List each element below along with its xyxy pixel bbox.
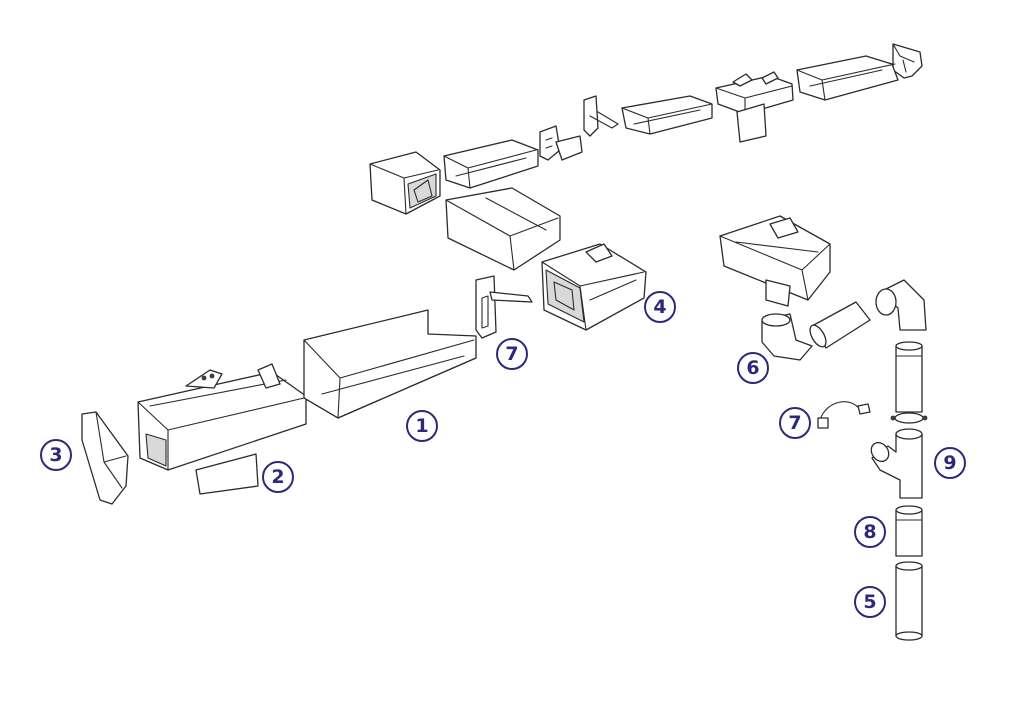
gutter-outlet-large	[137, 363, 307, 495]
callout-branch: 9	[934, 447, 966, 479]
callout-angle-outlet: 4	[644, 291, 676, 323]
mid-gutter	[443, 139, 539, 189]
downpipe-length	[895, 561, 923, 641]
top-bend	[875, 279, 927, 331]
stop-end-large	[81, 411, 129, 505]
back-stop-end	[892, 43, 923, 79]
callout-outlet-right: 6	[737, 352, 769, 384]
callout-gutter-length: 1	[406, 410, 438, 442]
downpipe-assembly	[719, 215, 928, 641]
outlet-right	[719, 215, 831, 307]
upper-pipe	[895, 341, 923, 413]
callout-socket: 8	[854, 516, 886, 548]
back-union	[539, 125, 583, 161]
back-row-components	[369, 43, 923, 215]
callout-bracket: 7	[496, 338, 528, 370]
front-row-components	[81, 309, 477, 505]
back-gutter-2	[621, 95, 713, 135]
offset-bend	[761, 313, 813, 361]
callout-gutter-outlet: 2	[262, 461, 294, 493]
fascia-bracket	[475, 275, 533, 339]
angle-outlet	[541, 243, 647, 331]
callout-pipe-clip: 7	[779, 407, 811, 439]
callout-stop-end: 3	[40, 439, 72, 471]
angled-pipe-section	[809, 301, 871, 349]
pipe-ring	[890, 412, 928, 424]
branch-fitting	[870, 428, 923, 499]
back-gutter-1	[796, 55, 899, 101]
mid-angle	[369, 151, 441, 215]
middle-row-components	[445, 187, 647, 339]
pipe-clip-loose	[817, 401, 871, 429]
socket-fitting	[895, 505, 923, 557]
gutter-length-large	[303, 309, 477, 419]
back-bracket-1	[583, 95, 619, 137]
back-outlet	[715, 71, 794, 143]
mid-gutter-large	[445, 187, 561, 271]
callout-downpipe: 5	[854, 586, 886, 618]
